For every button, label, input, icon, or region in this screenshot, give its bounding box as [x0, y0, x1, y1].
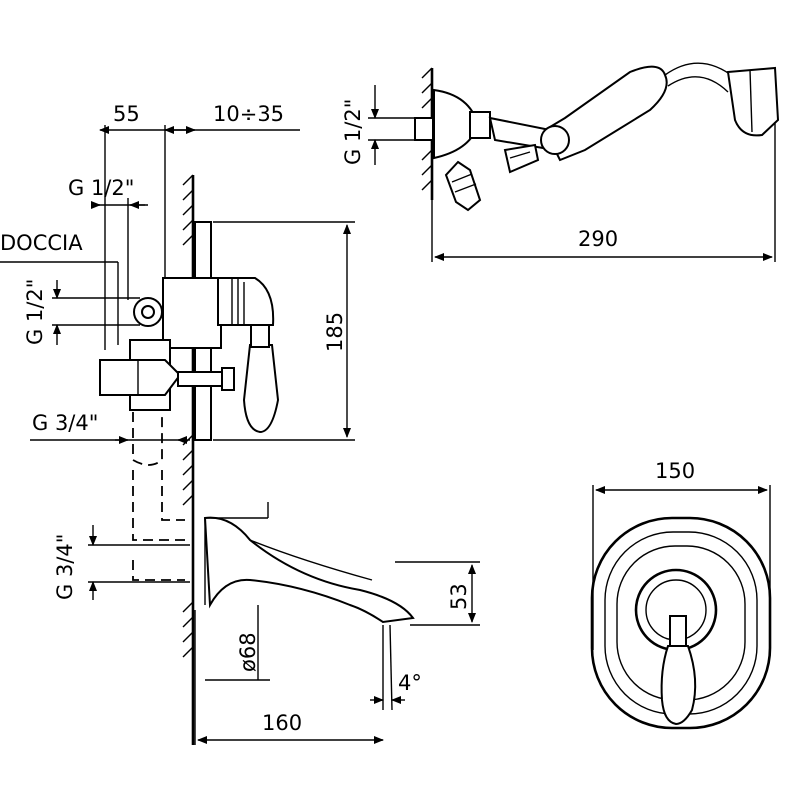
dimension-55: 55	[99, 102, 196, 350]
dimension-g-three-quarter-low: G 3/4"	[53, 525, 190, 600]
dimension-53: 53	[395, 561, 480, 626]
dim-160-label: 160	[262, 711, 302, 735]
concealed-pipe	[132, 412, 185, 581]
g-half-shower-label: G 1/2"	[341, 99, 365, 165]
angle-4-label: 4°	[398, 671, 422, 695]
wall-hatch-upper	[182, 174, 194, 246]
dimension-160: 160	[194, 610, 384, 745]
dim-290-label: 290	[578, 227, 618, 251]
dimension-g-three-quarter-mid: G 3/4"	[30, 411, 190, 444]
hand-shower-set	[414, 62, 780, 212]
mixer-valve-body	[99, 221, 280, 441]
wall-hatch-middle	[182, 434, 194, 506]
dimension-290: 290	[431, 122, 776, 262]
g-three-quarter-low-label: G 3/4"	[53, 534, 77, 600]
dim-150-label: 150	[655, 459, 695, 483]
mixer-front-view	[590, 516, 772, 730]
wall-section	[182, 174, 195, 745]
dimension-diameter-68: ø68	[205, 605, 270, 681]
dia-68-label: ø68	[236, 632, 260, 672]
doccia-callout: DOCCIA	[0, 231, 119, 345]
wall-hatch-lower	[182, 601, 194, 658]
g-half-top-label: G 1/2"	[68, 176, 134, 200]
g-three-quarter-mid-label: G 3/4"	[32, 411, 98, 435]
dimension-10-35: 10÷35	[164, 102, 300, 134]
dim-55-label: 55	[113, 102, 140, 126]
dimension-g-half-top: G 1/2"	[68, 176, 148, 300]
dimension-angle-4: 4°	[370, 624, 422, 711]
bath-spout	[203, 502, 415, 624]
dim-53-label: 53	[447, 583, 471, 610]
dim-10-35-label: 10÷35	[213, 102, 284, 126]
dimension-185: 185	[213, 221, 355, 441]
doccia-label: DOCCIA	[0, 231, 83, 255]
dimension-g-half-left: G 1/2"	[23, 279, 140, 345]
dim-185-label: 185	[323, 312, 347, 352]
dimension-g-half-shower: G 1/2"	[341, 85, 415, 165]
g-half-left-label: G 1/2"	[23, 279, 47, 345]
